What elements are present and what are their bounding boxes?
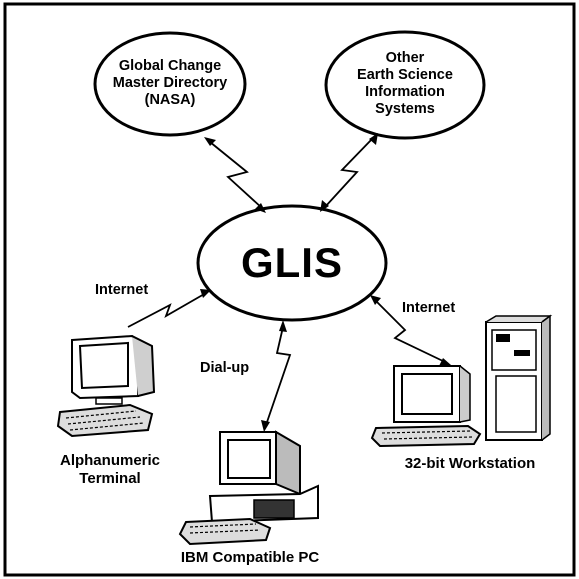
arrowhead (369, 133, 378, 145)
link-other-systems-glis (324, 137, 374, 208)
glis-ellipse (196, 204, 388, 322)
arrowhead (204, 137, 216, 146)
alphanumeric-terminal-label: Alphanumeric Terminal (40, 452, 180, 488)
label-line: Earth Science (357, 67, 453, 83)
internet-terminal-link-label: Internet (95, 282, 149, 298)
label-line: Global Change (118, 58, 222, 74)
diagram-border (3, 2, 576, 577)
global-change-master-directory-ellipse (93, 31, 247, 137)
arrowhead (255, 203, 266, 213)
label-line: Other (385, 50, 425, 66)
arrowhead (370, 295, 381, 305)
arrowhead (320, 200, 329, 212)
label-line: (NASA) (144, 92, 196, 108)
label-line: Terminal (79, 470, 141, 487)
ibm-compatible-pc-icon (178, 430, 319, 546)
workstation-label: 32-bit Workstation (404, 455, 536, 472)
alphanumeric-terminal-icon (56, 334, 156, 438)
other-earth-science-systems-label: Other Earth Science Information Systems (335, 50, 475, 118)
arrowhead (439, 358, 451, 366)
workstation-icon (370, 314, 553, 448)
label-line: Information (365, 84, 445, 100)
label-line: Systems (375, 101, 435, 117)
internet-workstation-link-label: Internet (402, 300, 456, 316)
arrowhead (200, 289, 211, 298)
global-change-master-directory-label: Global Change Master Directory (NASA) (100, 58, 240, 109)
arrowhead (261, 420, 270, 432)
glis-label: GLIS (240, 239, 343, 286)
link-master-directory-glis (209, 141, 263, 209)
link-pc-glis (265, 326, 292, 426)
arrowhead (279, 320, 287, 332)
dialup-pc-link-label: Dial-up (200, 360, 250, 376)
label-line: Master Directory (112, 75, 228, 91)
ibm-compatible-pc-label: IBM Compatible PC (180, 549, 320, 566)
link-workstation-glis (374, 299, 446, 363)
label-line: Alphanumeric (59, 452, 161, 469)
link-terminal-glis (127, 292, 207, 328)
other-earth-science-systems-ellipse (324, 30, 486, 140)
